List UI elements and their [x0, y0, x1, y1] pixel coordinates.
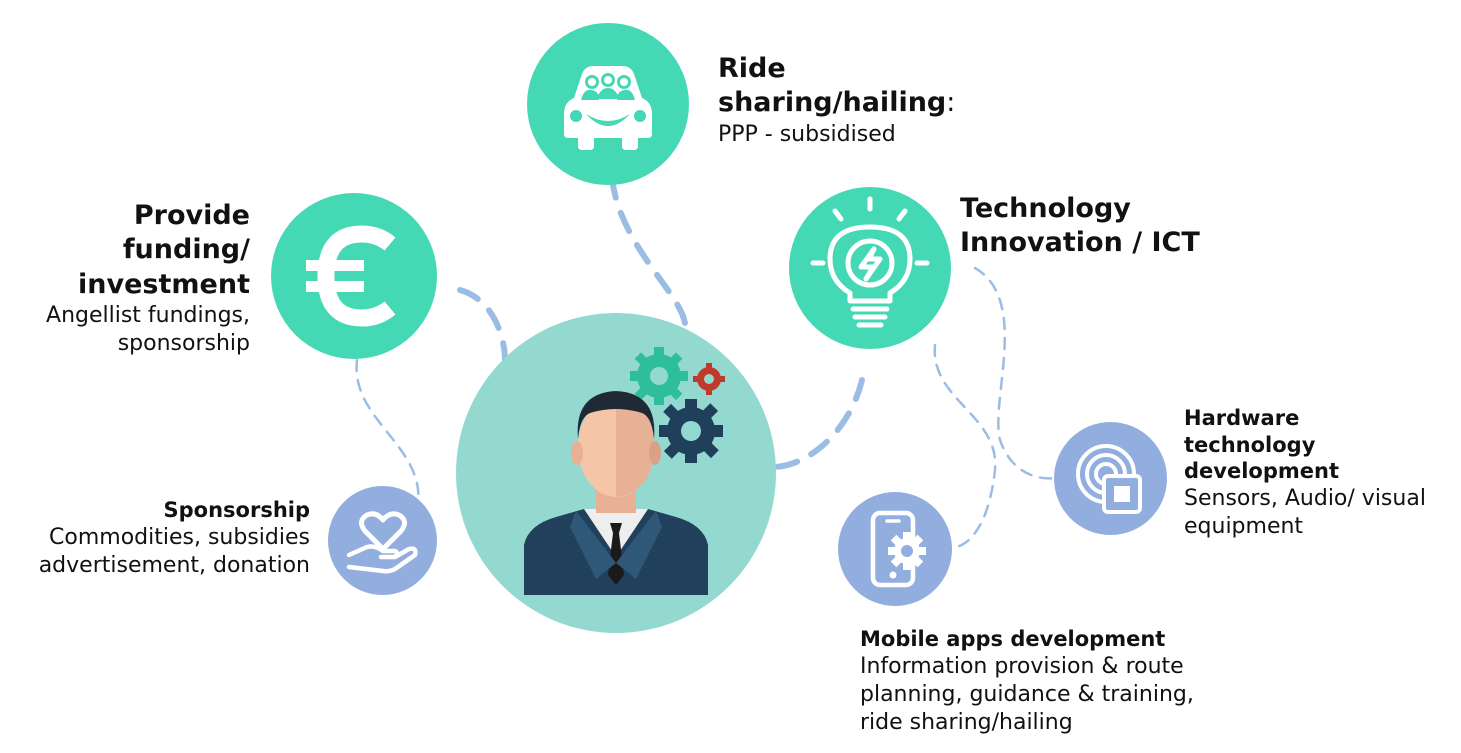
technology-title: Technology Innovation / ICT	[960, 193, 1200, 259]
hardware-node	[1054, 422, 1167, 535]
connector-tech-center	[772, 377, 865, 470]
technology-node	[789, 187, 951, 349]
ride-sharing-desc: PPP - subsidised	[718, 121, 896, 147]
connector-funding-sponsorship	[355, 358, 420, 507]
connector-funding-center	[457, 287, 508, 363]
ride-sharing-label: Ride sharing/hailing: PPP - subsidised	[718, 52, 955, 149]
businessman-gears-icon	[524, 347, 725, 595]
sponsorship-desc: Commodities, subsidies advertisement, do…	[38, 524, 310, 578]
euro-icon	[306, 225, 396, 327]
connector-tech-mobile	[933, 343, 997, 550]
sponsorship-label: Sponsorship Commodities, subsidies adver…	[0, 497, 310, 580]
mobile-apps-title: Mobile apps development	[860, 627, 1166, 651]
funding-title: Provide funding/ investment	[78, 200, 250, 300]
sponsorship-node	[328, 486, 437, 595]
funding-node	[271, 193, 437, 359]
sensor-icon	[1075, 443, 1142, 514]
ride-sharing-title-text: Ride sharing/hailing	[718, 53, 947, 119]
technology-label: Technology Innovation / ICT	[960, 192, 1240, 261]
hardware-label: Hardware technology development Sensors,…	[1184, 405, 1454, 541]
center-node	[456, 313, 776, 633]
funding-label: Provide funding/ investment Angellist fu…	[10, 199, 250, 358]
mobile-apps-label: Mobile apps development Information prov…	[860, 626, 1250, 736]
gear-red	[693, 363, 725, 395]
hardware-desc: Sensors, Audio/ visual equipment	[1184, 485, 1426, 539]
mobile-gear-icon	[870, 510, 926, 588]
hardware-title: Hardware technology development	[1184, 406, 1339, 484]
connector-tech-hardware	[973, 266, 1057, 480]
ride-sharing-colon: :	[946, 87, 956, 119]
gear-green	[630, 347, 688, 405]
ride-sharing-node	[527, 23, 689, 185]
sponsorship-title: Sponsorship	[163, 498, 311, 522]
businessman	[524, 391, 708, 595]
lightbulb-icon	[810, 196, 930, 328]
mobile-apps-node	[838, 492, 952, 606]
connector-ride-center	[609, 175, 689, 333]
heart-hand-icon	[346, 510, 418, 573]
funding-desc: Angellist fundings, sponsorship	[46, 302, 250, 356]
car-sharing-icon	[564, 66, 652, 150]
ride-sharing-title: Ride sharing/hailing	[718, 53, 946, 118]
gear-navy	[659, 399, 723, 463]
mobile-apps-desc: Information provision & route planning, …	[860, 653, 1194, 735]
